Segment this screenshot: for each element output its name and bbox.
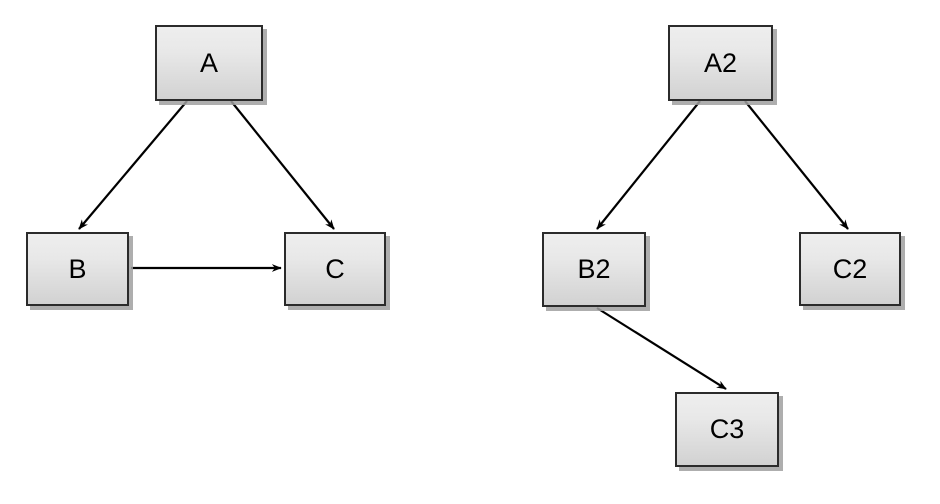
node-a[interactable]: A [155, 25, 263, 101]
edge-a2-to-c2[interactable] [744, 100, 849, 230]
node-label-c3: C3 [709, 414, 745, 444]
node-b[interactable]: B [26, 232, 129, 306]
node-label-c: C [325, 253, 345, 284]
node-label-b2: B2 [577, 254, 611, 284]
node-label-b: B [68, 253, 87, 284]
edge-b2-to-c3[interactable] [596, 307, 727, 390]
edge-a-to-c[interactable] [230, 100, 335, 230]
edge-a-to-b[interactable] [78, 100, 188, 230]
node-b2[interactable]: B2 [542, 232, 646, 307]
node-label-a: A [199, 47, 218, 78]
node-c2[interactable]: C2 [799, 232, 901, 306]
node-c3[interactable]: C3 [675, 392, 779, 467]
node-c[interactable]: C [284, 232, 386, 306]
node-label-a2: A2 [703, 47, 738, 78]
node-label-c2: C2 [832, 253, 868, 284]
edge-paths [78, 100, 849, 390]
edge-a2-to-b2[interactable] [596, 100, 701, 230]
node-a2[interactable]: A2 [668, 25, 773, 101]
